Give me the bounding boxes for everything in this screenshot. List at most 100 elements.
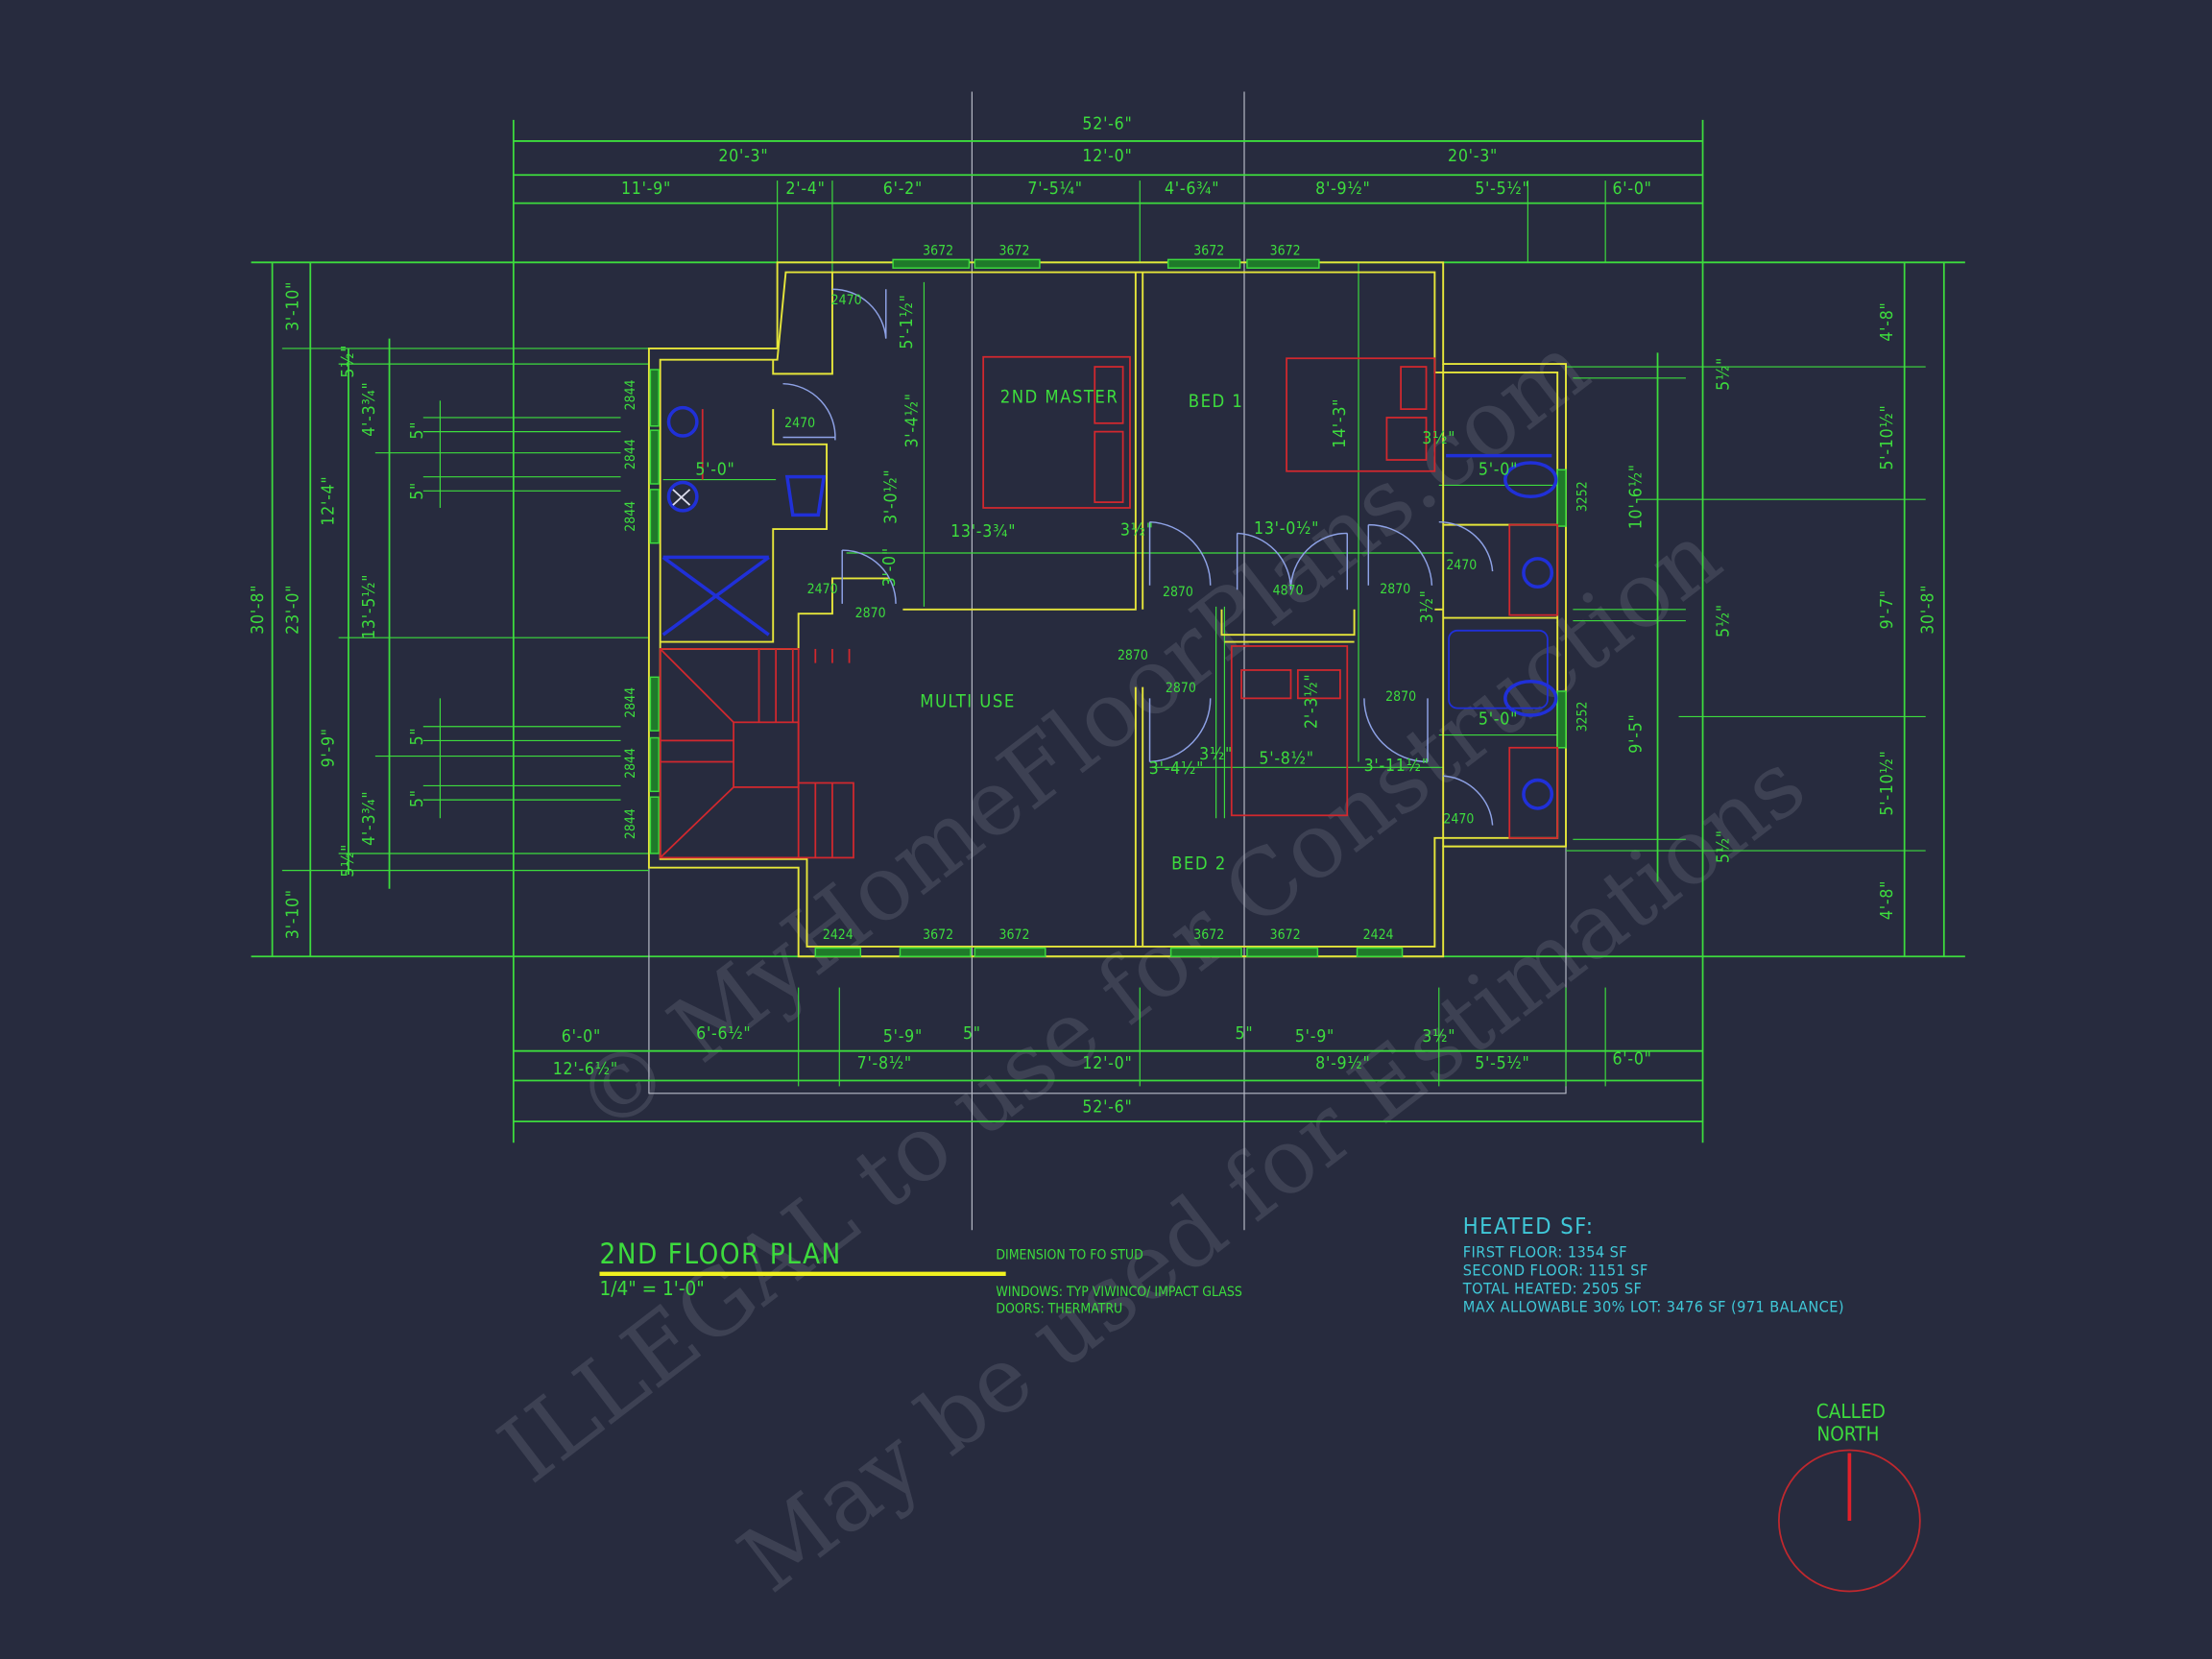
dimension-label: 3'-4½" (1149, 759, 1204, 779)
sink (1522, 778, 1554, 810)
dimension-label: 3'-0" (880, 547, 900, 587)
drawing-stroke (1240, 669, 1292, 700)
north-label-north: NORTH (1816, 1422, 1879, 1445)
dimension-label: 20'-3" (1448, 147, 1498, 166)
room-label: 2ND MASTER (1000, 387, 1119, 407)
drawing-stroke (841, 549, 897, 604)
drawing-stroke (899, 947, 972, 957)
drawing-stroke (649, 796, 660, 854)
dimension-label: 5½" (1715, 604, 1734, 637)
heated-sf-line: MAX ALLOWABLE 30% LOT: 3476 SF (971 BALA… (1463, 1298, 1844, 1316)
dimension-label: 5'-9" (883, 1027, 923, 1046)
dimension-label: 5½" (339, 345, 358, 378)
title-block: 2ND FLOOR PLAN 1/4" = 1'-0" DIMENSION TO… (599, 1238, 1242, 1317)
bed-2 (1230, 645, 1349, 817)
door-tag: 2870 (1380, 582, 1410, 597)
drawing-stroke (1556, 469, 1567, 527)
room-label: MULTI USE (920, 692, 1015, 712)
drawing-stroke (1166, 258, 1241, 269)
window-tag: 3672 (923, 927, 953, 943)
dimension-label: 6'-2" (883, 180, 923, 199)
window-tag: 3672 (1193, 244, 1224, 259)
dimension-label: 9'-9" (319, 728, 338, 767)
drawing-stroke (660, 409, 829, 643)
dimension-label: 12'-4" (319, 476, 338, 526)
dimension-label: 13'-0½" (1254, 519, 1319, 539)
door-tag: 2870 (1385, 689, 1416, 705)
plan-labels: 52'-6"20'-3"12'-0"20'-3"11'-9"2'-4"6'-2"… (249, 114, 1938, 1117)
dimension-label: 8'-9½" (1315, 1054, 1370, 1073)
drawing-stroke (660, 786, 734, 859)
drawing-stroke (1296, 669, 1341, 700)
drawing-stroke (1246, 258, 1320, 269)
note-windows: WINDOWS: TYP VIWINCO/ IMPACT GLASS (996, 1285, 1241, 1300)
dimension-label: 6'-0" (1612, 1050, 1651, 1070)
drawing-stroke (1220, 609, 1356, 637)
room-label: BED 1 (1189, 392, 1244, 412)
stairs (659, 648, 854, 859)
drawing-stroke (1094, 430, 1124, 503)
dimension-label: 12'-0" (1082, 1054, 1132, 1073)
drawing-stroke (772, 272, 833, 375)
drawing-stroke (649, 676, 660, 732)
window-tag: 3672 (1270, 927, 1301, 943)
dimension-label: 12'-6½" (553, 1060, 618, 1079)
dimension-label: 52'-6" (1082, 1097, 1132, 1117)
door-tag: 4870 (1273, 584, 1304, 599)
dimension-lines (271, 119, 1945, 1143)
dimension-label: 9'-7" (1878, 589, 1897, 629)
drawing-stroke (733, 721, 800, 788)
dimension-label: 4'-3¾" (360, 381, 379, 436)
plan-scale: 1/4" = 1'-0" (599, 1277, 704, 1300)
window-tag: 2424 (823, 927, 854, 943)
dimension-label: 5'-8½" (1259, 750, 1313, 769)
dimension-label: 5'-0" (1479, 709, 1518, 729)
drawing-stroke (1556, 690, 1567, 749)
drawing-stroke (659, 648, 800, 859)
drawing-stroke (892, 258, 971, 269)
dimension-label: 8'-9½" (1315, 180, 1370, 199)
heated-sf-line: SECOND FLOOR: 1151 SF (1463, 1261, 1648, 1279)
dimension-label: 4'-8" (1878, 880, 1897, 920)
drawing-stroke (1508, 746, 1559, 839)
door-tag: 2870 (1163, 585, 1193, 600)
dimension-label: 4'-8" (1878, 301, 1897, 341)
window-tag: 2844 (623, 748, 638, 779)
x-mark (672, 489, 691, 506)
dimension-label: 12'-0" (1082, 147, 1132, 166)
north-circle (1778, 1449, 1921, 1593)
drawing-stroke (1508, 523, 1559, 616)
note-dimension: DIMENSION TO FO STUD (996, 1248, 1142, 1263)
dimension-label: 5" (408, 482, 427, 500)
dimension-label: 5" (1236, 1024, 1254, 1044)
dimension-label: 7'-8½" (857, 1054, 912, 1073)
dimension-label: 13'-5½" (360, 574, 379, 639)
door-tag: 2470 (807, 582, 838, 597)
dimension-label: 3½" (1422, 429, 1455, 448)
drawing-stroke (1148, 520, 1212, 586)
dimension-label: 3½" (1422, 1027, 1455, 1046)
dimension-label: 5½" (1715, 830, 1734, 863)
window-tag: 2844 (623, 808, 638, 839)
dimension-label: 5" (963, 1024, 981, 1044)
door-tag: 2870 (1166, 681, 1196, 696)
drawing-stroke (649, 429, 660, 485)
drawing-stroke (1356, 947, 1404, 957)
dimension-label: 9'-5" (1626, 713, 1646, 753)
dimension-label: 5'-0" (1479, 460, 1518, 479)
shower (661, 555, 770, 637)
note-doors: DOORS: THERMATRU (996, 1302, 1122, 1317)
window-tag: 2844 (623, 501, 638, 532)
dimension-label: 5½" (1715, 357, 1734, 391)
window-tag: 2844 (623, 379, 638, 410)
heated-sf-heading: HEATED SF: (1463, 1213, 1595, 1239)
dimension-label: 5'-0" (695, 460, 734, 479)
sink (1522, 557, 1554, 589)
dimension-label: 6'-0" (562, 1027, 601, 1046)
window-tag: 3672 (999, 244, 1030, 259)
dimension-label: 5'-9" (1295, 1027, 1334, 1046)
dimension-label: 10'-6½" (1626, 464, 1646, 529)
drawing-stroke (782, 382, 836, 441)
dimension-label: 5" (408, 789, 427, 807)
dimension-label: 5½" (339, 844, 358, 878)
